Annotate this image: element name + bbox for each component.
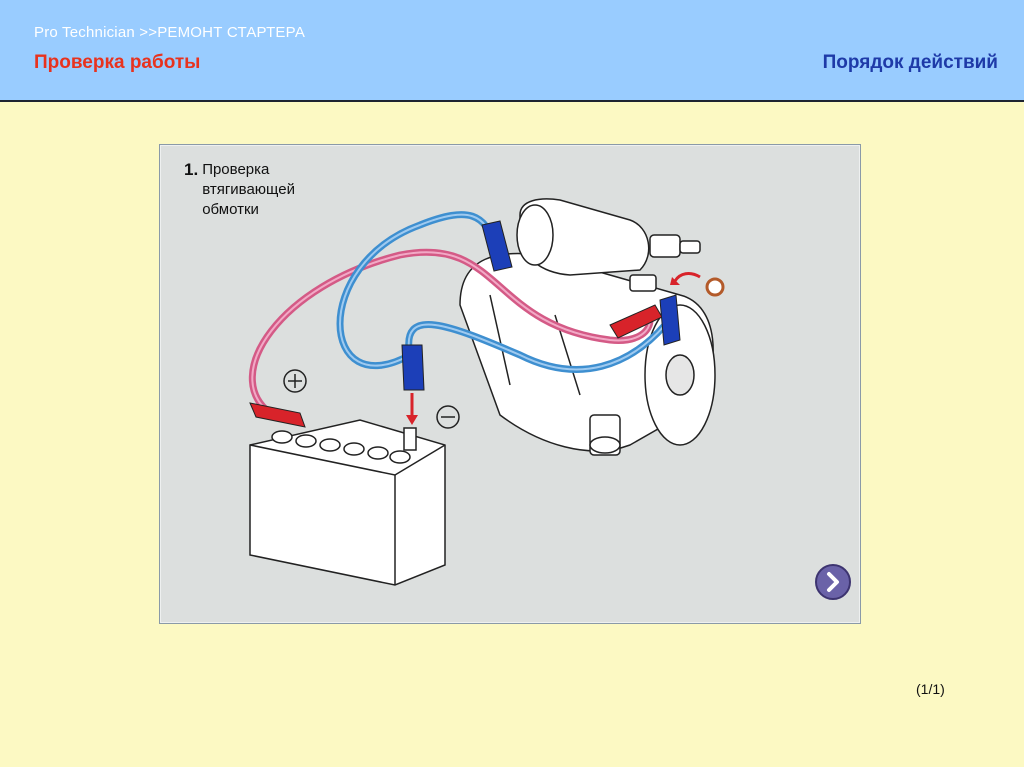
chevron-right-icon (827, 572, 839, 592)
procedure-title: Порядок действий (822, 52, 998, 73)
step-number: 1. (184, 160, 199, 179)
header-bar: Pro Technician >>РЕМОНТ СТАРТЕРА Проверк… (0, 0, 1024, 102)
battery (249, 419, 446, 586)
blue-clip-starter (659, 294, 681, 346)
section-title: Проверка работы (34, 52, 201, 73)
step-label: 1.Проверка втягивающей обмотки (184, 160, 322, 220)
disconnect-arrow (673, 272, 701, 282)
illustration-panel: 1.Проверка втягивающей обмотки (159, 144, 861, 624)
breadcrumb[interactable]: Pro Technician >>РЕМОНТ СТАРТЕРА (34, 24, 306, 41)
red-clip-battery (249, 402, 306, 428)
page-indicator: (1/1) (916, 681, 945, 697)
next-button[interactable] (815, 564, 851, 600)
blue-clip-battery (401, 344, 425, 391)
step-text: Проверка втягивающей обмотки (202, 161, 295, 218)
blue-clip-solenoid (481, 220, 513, 272)
starter-test-diagram (248, 198, 725, 586)
polarity-markers (283, 369, 460, 429)
